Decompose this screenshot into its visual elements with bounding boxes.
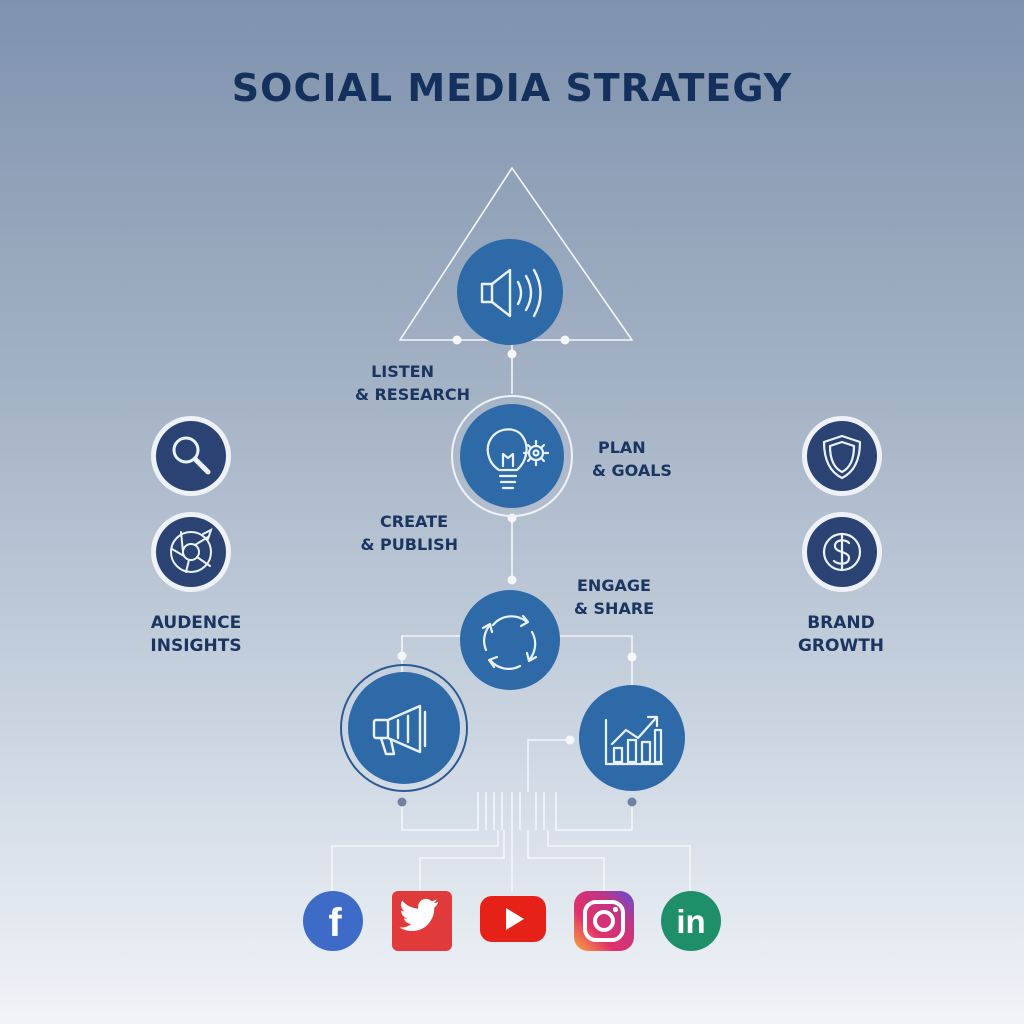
bar-chart-icon bbox=[604, 715, 664, 766]
megaphone-icon bbox=[372, 704, 427, 756]
page-title: SOCIAL MEDIA STRATEGY bbox=[231, 66, 793, 110]
cycle-arrows-icon bbox=[481, 614, 538, 670]
plan-node[interactable] bbox=[451, 395, 573, 517]
listen-label: LISTEN & RESEARCH bbox=[330, 360, 470, 406]
listen-node[interactable] bbox=[457, 239, 563, 345]
audience-insights-label: AUDENCE INSIGHTS bbox=[131, 612, 261, 658]
engage-label-line1: ENGAGE bbox=[577, 576, 651, 595]
facebook-glyph: f bbox=[328, 901, 342, 945]
create-label-line2: & PUBLISH bbox=[360, 535, 459, 554]
lightbulb-gear-icon bbox=[486, 428, 550, 490]
linkedin-glyph: in bbox=[676, 903, 705, 940]
connector-dots bbox=[397, 335, 637, 807]
growth-node[interactable] bbox=[579, 685, 685, 791]
aperture-node[interactable] bbox=[151, 512, 231, 592]
dollar-icon bbox=[822, 532, 862, 572]
speaker-icon bbox=[480, 268, 542, 318]
create-label-line1: CREATE bbox=[380, 512, 448, 531]
twitter-icon[interactable] bbox=[392, 891, 452, 951]
search-node[interactable] bbox=[151, 416, 231, 496]
create-node[interactable] bbox=[340, 664, 468, 792]
dollar-node[interactable] bbox=[802, 512, 882, 592]
brand-growth-label: BRAND GROWTH bbox=[776, 612, 906, 658]
instagram-icon[interactable] bbox=[574, 891, 634, 951]
brand-label-line1: BRAND bbox=[807, 613, 875, 633]
youtube-icon[interactable] bbox=[480, 894, 546, 944]
plan-label-line1: PLAN bbox=[598, 438, 646, 457]
audience-label-line2: INSIGHTS bbox=[150, 636, 242, 656]
engage-label: ENGAGE & SHARE bbox=[574, 574, 694, 620]
shield-node[interactable] bbox=[802, 416, 882, 496]
shield-icon bbox=[822, 434, 862, 480]
plan-label: PLAN & GOALS bbox=[592, 436, 712, 482]
linkedin-icon[interactable]: in bbox=[660, 890, 722, 952]
engage-label-line2: & SHARE bbox=[574, 599, 655, 618]
audience-label-line1: AUDENCE bbox=[150, 613, 242, 633]
search-icon bbox=[172, 436, 211, 475]
facebook-icon[interactable]: f bbox=[302, 890, 364, 952]
aperture-icon bbox=[170, 528, 213, 573]
connector-lines bbox=[331, 166, 691, 896]
create-label: CREATE & PUBLISH bbox=[330, 510, 459, 556]
engage-node[interactable] bbox=[460, 590, 560, 690]
brand-label-line2: GROWTH bbox=[797, 636, 885, 656]
listen-label-line2: & RESEARCH bbox=[354, 385, 470, 404]
plan-label-line2: & GOALS bbox=[592, 461, 672, 480]
listen-label-line1: LISTEN bbox=[371, 362, 434, 381]
